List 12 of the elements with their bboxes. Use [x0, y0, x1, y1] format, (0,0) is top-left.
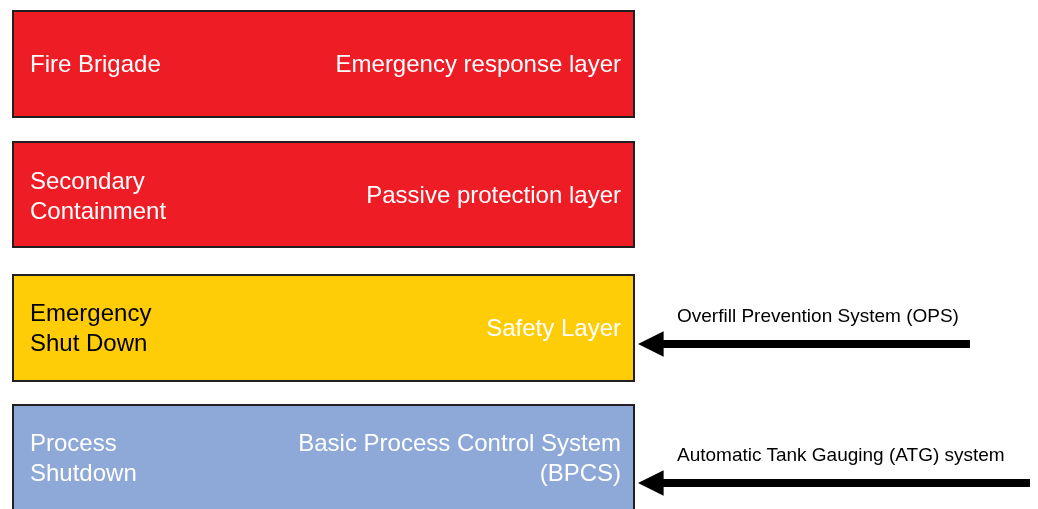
layer-box [12, 141, 635, 248]
layer-name: Secondary Containment [30, 166, 168, 226]
layer-box [12, 10, 635, 118]
layer-box [12, 404, 635, 509]
layer-description: Basic Process Control System (BPCS) [297, 428, 621, 488]
layer-description: Passive protection layer [365, 180, 621, 210]
layer-description: Safety Layer [485, 313, 621, 343]
layer-name: Fire Brigade [30, 49, 162, 79]
layer-name: Emergency Shut Down [30, 298, 153, 358]
layer-name: Process Shutdown [30, 428, 138, 488]
layer-description: Emergency response layer [334, 49, 621, 79]
layer-box [12, 274, 635, 382]
